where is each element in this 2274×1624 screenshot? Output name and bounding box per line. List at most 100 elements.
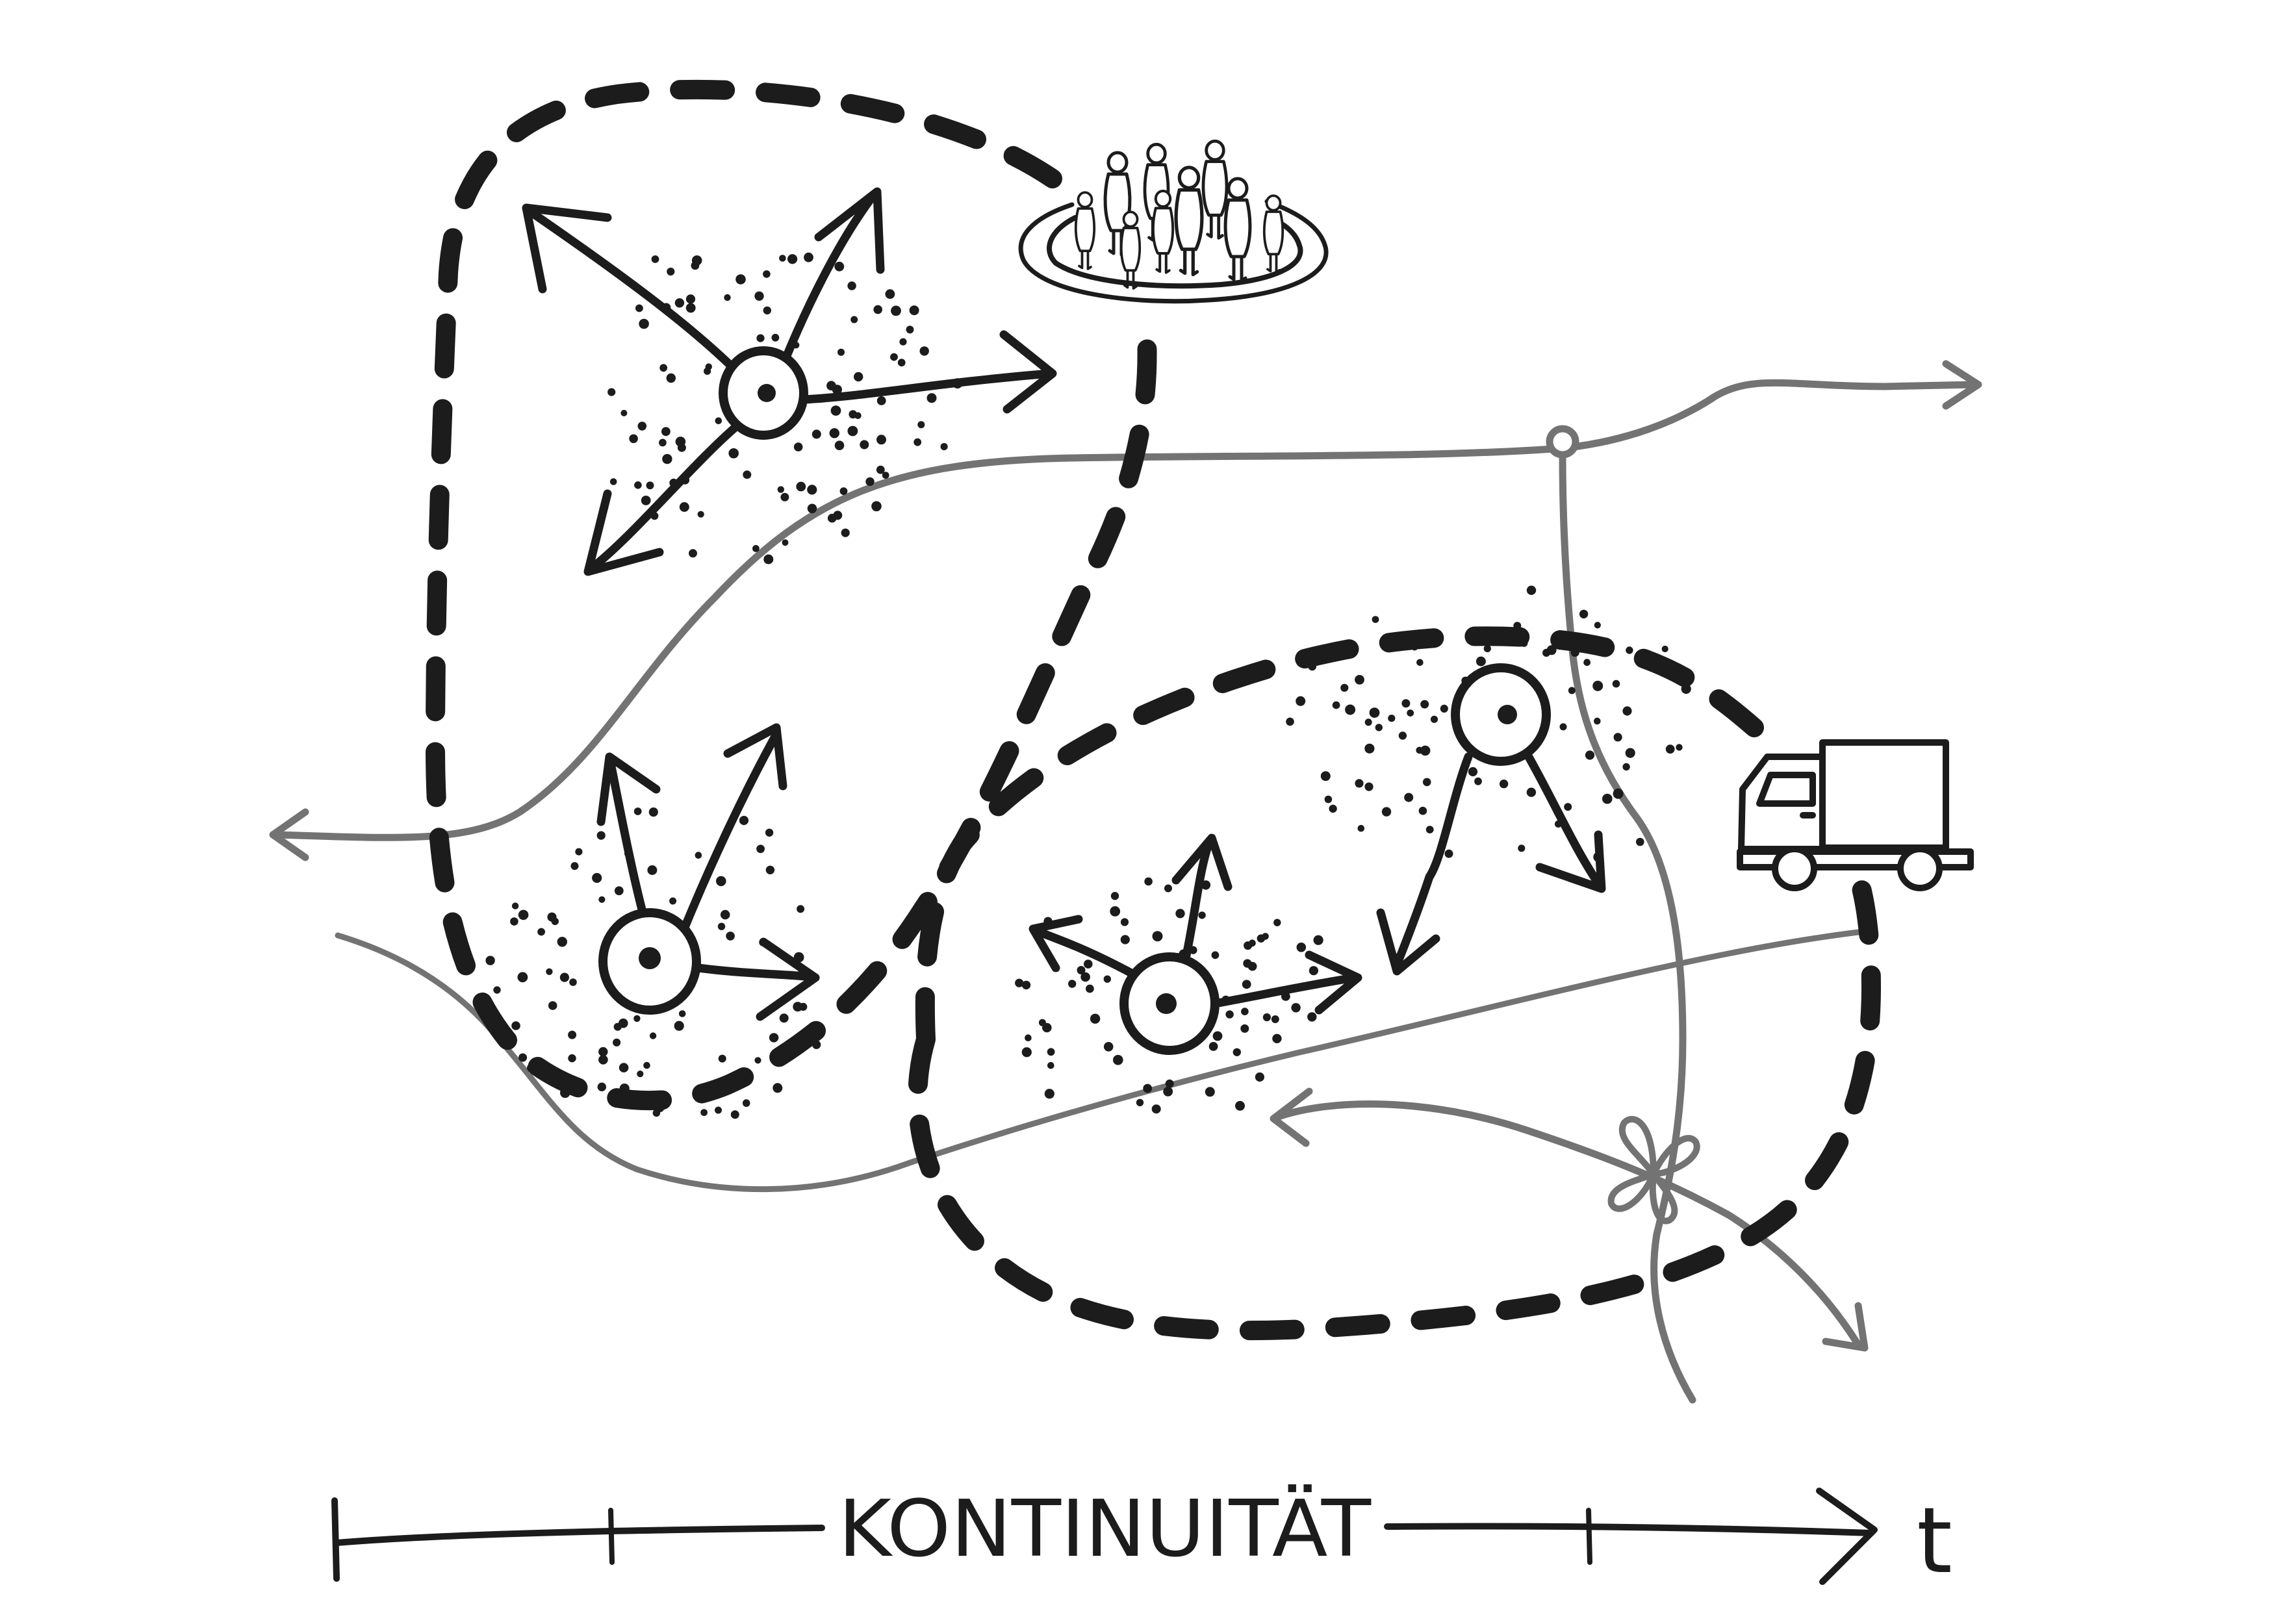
stipple-dot: [1665, 744, 1675, 754]
stipple-dot: [1308, 662, 1316, 671]
stipple-dot: [1273, 919, 1281, 926]
stipple-dot: [1381, 807, 1392, 817]
stipple-dot: [569, 978, 577, 986]
platform-inner-ring: [1047, 215, 1303, 289]
stipple-dot: [1542, 648, 1551, 657]
stipple-dot: [1047, 1061, 1054, 1069]
stipple-dot: [1388, 715, 1396, 722]
stipple-dot: [1468, 767, 1478, 777]
stipple-dot: [1152, 931, 1163, 942]
gray-path-upper: [272, 379, 1979, 841]
stipple-dot: [807, 503, 817, 514]
truck-cargo-box: [1819, 739, 1949, 851]
stipple-dot: [568, 1030, 577, 1039]
stipple-dot: [841, 528, 850, 537]
stipple-dot: [724, 294, 731, 301]
people-group-icon: [1018, 139, 1329, 304]
stipple-dot: [897, 359, 906, 367]
stipple-dot: [1233, 1048, 1241, 1056]
stipple-dot: [769, 1033, 779, 1043]
stipple-dot: [1272, 1034, 1282, 1043]
stipple-dot: [913, 438, 922, 446]
stipple-dot: [704, 367, 711, 375]
stipple-dot: [485, 956, 495, 965]
stipple-dot: [1025, 1034, 1032, 1041]
stipple-dot: [926, 393, 937, 403]
stipple-dot: [1144, 877, 1153, 886]
stipple-dot: [568, 1054, 576, 1063]
stipple-dot: [718, 1054, 726, 1063]
truck-icon: [1737, 739, 1974, 891]
stipple-dot: [620, 409, 628, 416]
stipple-dot: [559, 972, 569, 982]
stipple-dot: [830, 405, 841, 416]
stipple-dot: [518, 1053, 528, 1062]
stipple-dot: [891, 305, 901, 316]
stipple-dot: [1526, 787, 1537, 797]
node-right: [1286, 585, 1691, 976]
stipple-dot: [1243, 959, 1252, 968]
stipple-dot: [756, 334, 765, 342]
stipple-dot: [1513, 622, 1522, 630]
stipple-dot: [637, 422, 647, 431]
stipple-dot: [756, 844, 765, 854]
stipple-dot: [629, 434, 638, 444]
stipple-dot: [517, 972, 528, 983]
timeline-arrowhead: [1816, 1488, 1878, 1585]
stipple-dot: [1262, 1013, 1271, 1022]
stipple-dot: [662, 453, 672, 464]
gray-paths: [269, 360, 1982, 1404]
stipple-dot: [1568, 687, 1576, 694]
stipple-dot: [596, 831, 606, 840]
arrow-right: [799, 369, 1054, 404]
arrowhead: [1028, 915, 1083, 972]
arrow-up: [1181, 840, 1213, 963]
stipple-dot: [597, 1082, 606, 1091]
stipple-dot: [1044, 1089, 1054, 1099]
arrowhead: [999, 330, 1057, 414]
dashed-loops: [425, 79, 1882, 1341]
stipple-dot: [1564, 803, 1572, 811]
stipple-dot: [1520, 639, 1528, 647]
stipple-dot: [678, 1010, 686, 1017]
stipple-dot: [1205, 1087, 1215, 1097]
stipple-dot: [876, 396, 886, 405]
stipple-dot: [847, 281, 856, 290]
stipple-dot: [635, 304, 643, 312]
stipple-dot: [1015, 978, 1024, 987]
stipple-dot: [1594, 622, 1601, 629]
stipple-dot: [796, 481, 806, 492]
stipple-dot: [592, 872, 602, 883]
node-center-dot: [639, 947, 661, 969]
stipple-dot: [1271, 1015, 1279, 1023]
stipple-dot: [1570, 648, 1579, 657]
timeline-tick-2: [1586, 1508, 1592, 1565]
timeline-axis-symbol: t: [1917, 1488, 1952, 1594]
stipple-dot: [614, 886, 624, 896]
stipple-dot: [1165, 1079, 1174, 1088]
stipple-dot: [777, 486, 784, 493]
stipple-dot: [1375, 724, 1383, 731]
person-figure: [1223, 177, 1252, 283]
stipple-dot: [1420, 700, 1429, 709]
stipple-dot: [674, 298, 685, 308]
stipple-dot: [793, 442, 803, 451]
stipple-dot: [1357, 824, 1365, 832]
stipple-dot: [1364, 718, 1372, 726]
stipple-dot: [1086, 984, 1094, 993]
stipple-dot: [691, 261, 700, 270]
stipple-dot: [716, 876, 726, 887]
stipple-dot: [1518, 844, 1526, 852]
stipple-dot: [779, 255, 786, 262]
stipple-dot: [1401, 699, 1411, 708]
arrowhead: [1376, 908, 1440, 976]
stipple-dot: [1332, 701, 1340, 709]
stipple-dot: [546, 968, 553, 975]
stipple-dot: [666, 373, 676, 383]
stipple-dot: [1084, 959, 1093, 969]
person-figure: [1262, 194, 1284, 273]
stipple-dot: [919, 346, 929, 356]
arrowhead-bow-left: [1270, 1087, 1313, 1147]
arrow-upright: [681, 730, 781, 930]
arrowhead: [1171, 833, 1233, 891]
